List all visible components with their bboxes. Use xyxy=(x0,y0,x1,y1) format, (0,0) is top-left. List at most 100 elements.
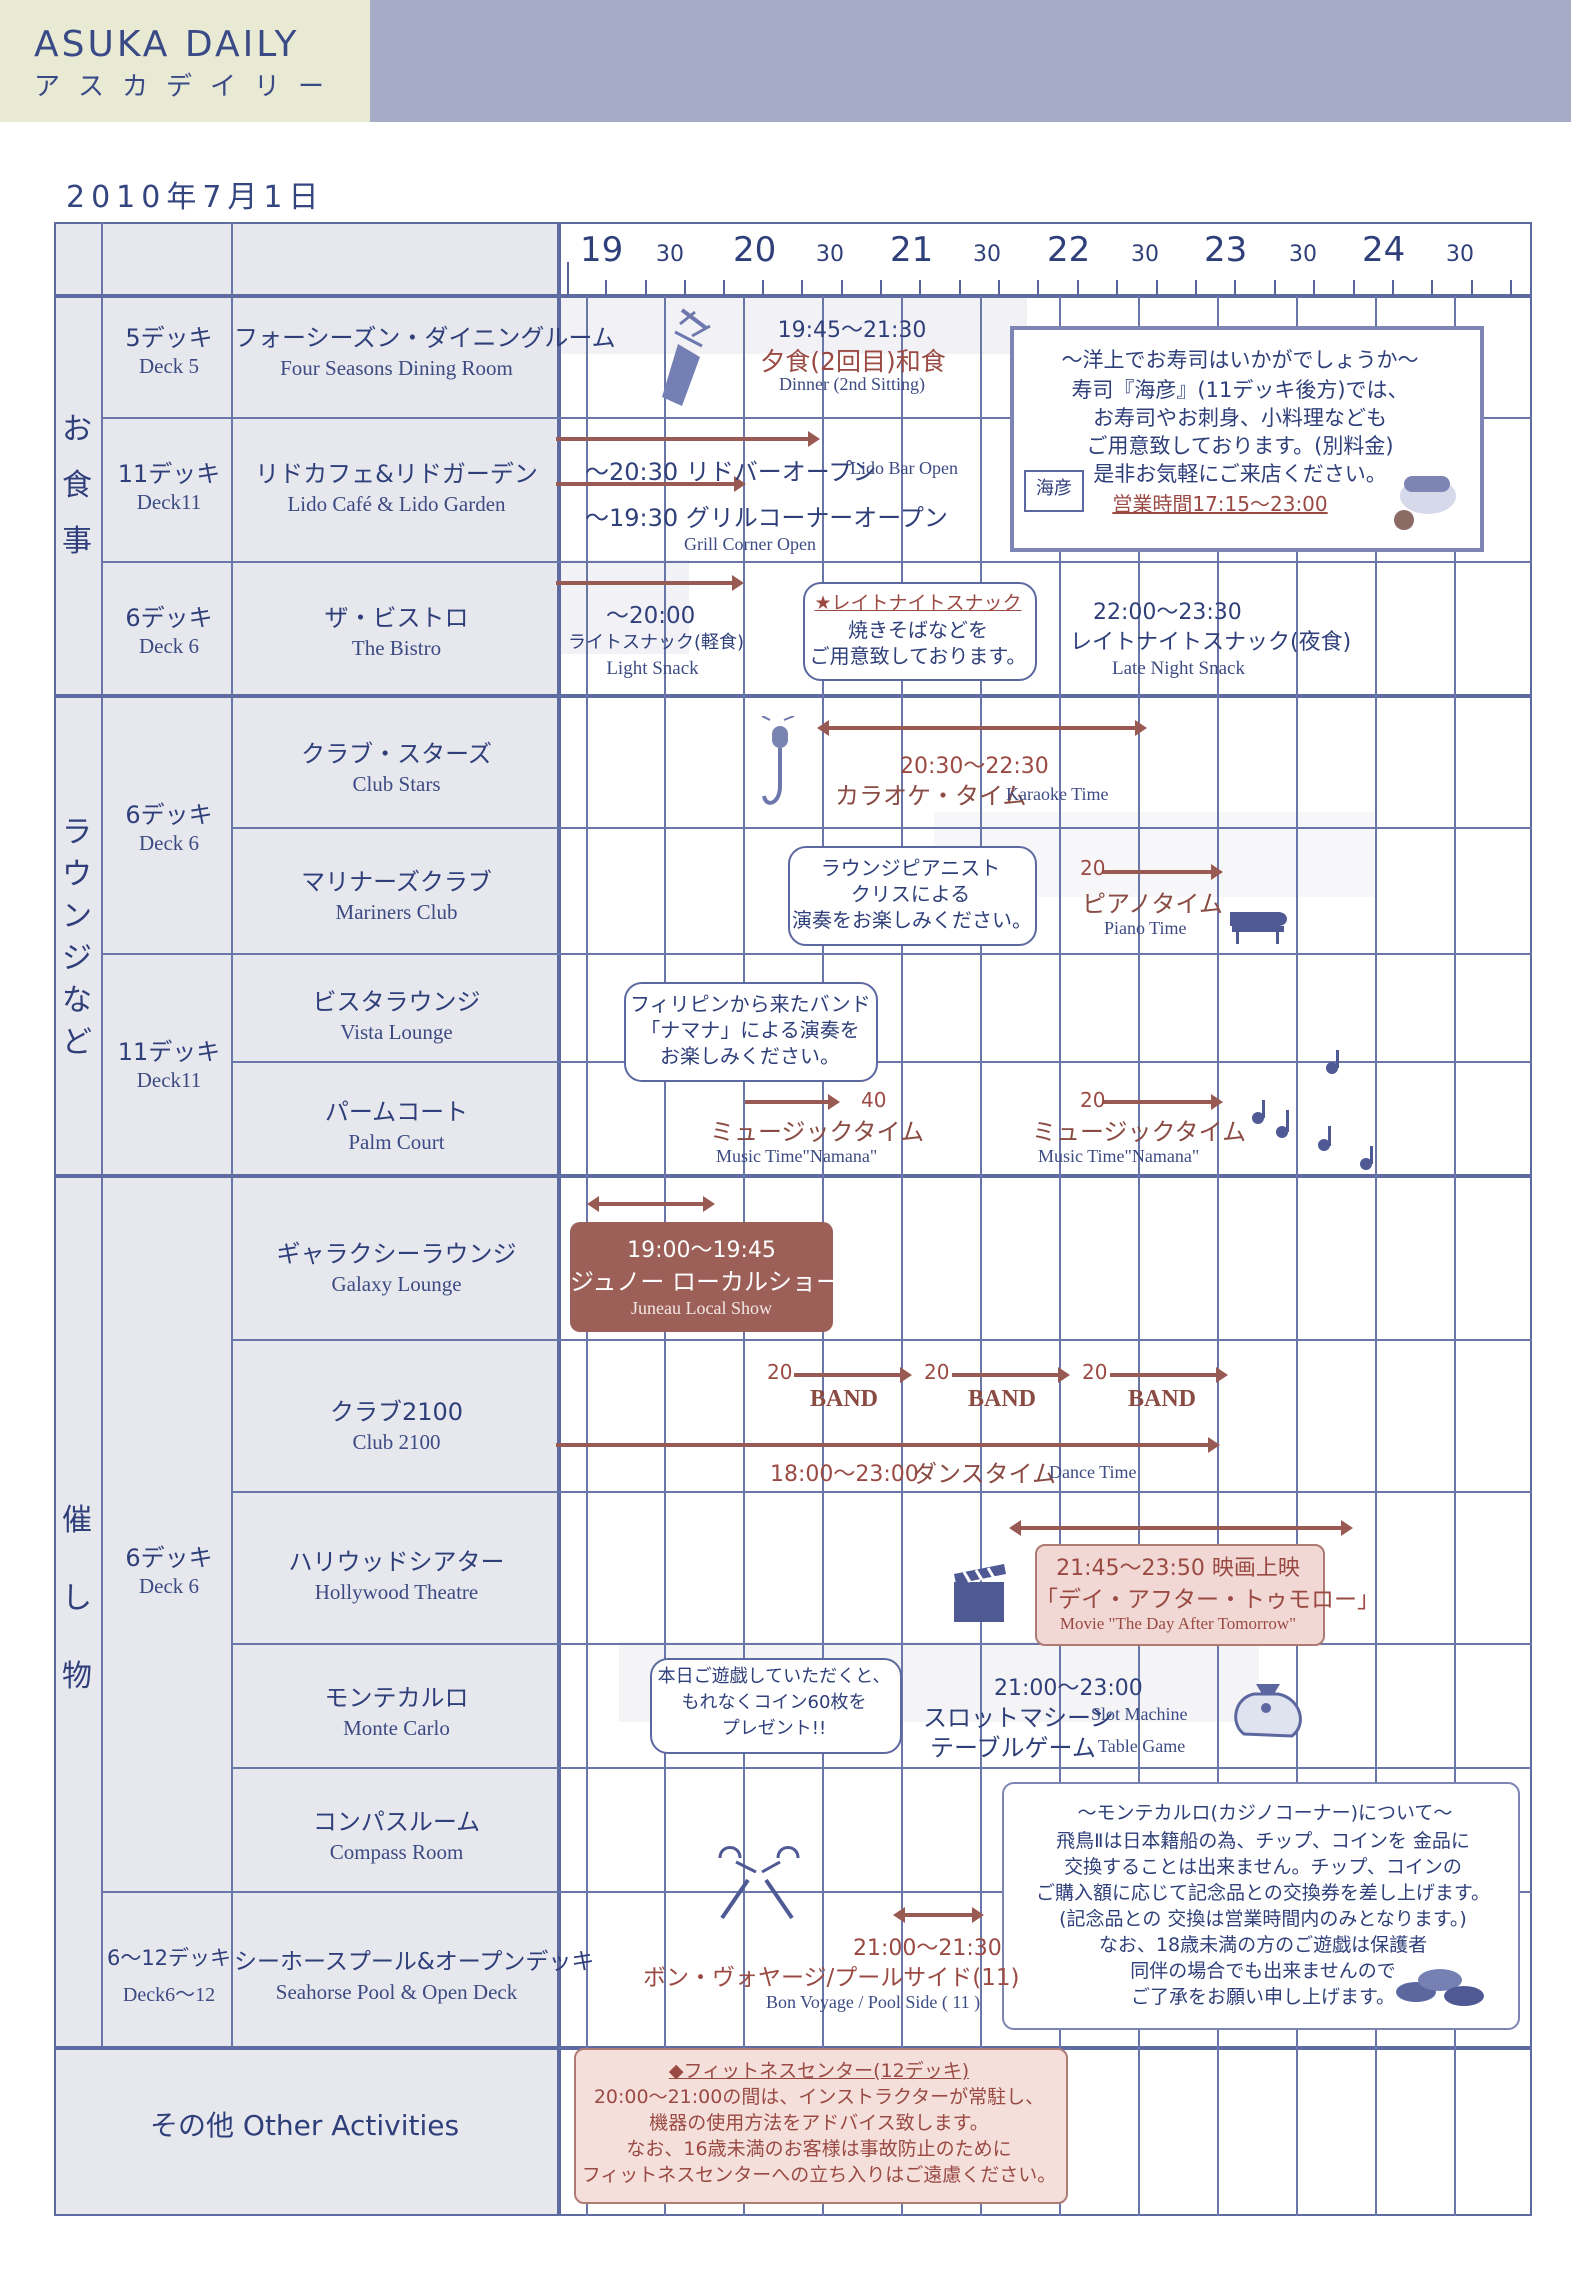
band-arrow-1 xyxy=(794,1367,912,1383)
late-label: レイトナイトスナック(夜食) xyxy=(1070,630,1352,655)
venue-bistro: ザ・ビストロ xyxy=(324,604,469,632)
sushi-hours: 営業時間17:15〜23:00 xyxy=(1112,492,1328,516)
late-time: 22:00〜23:30 xyxy=(1093,600,1242,625)
lido-bar-arrow xyxy=(556,431,820,447)
half-21: 30 xyxy=(973,242,1001,267)
galaxy-show-box xyxy=(570,1222,833,1332)
half-24: 30 xyxy=(1446,242,1474,267)
music2-start: 20 xyxy=(1080,1088,1106,1112)
lido-bar-label: 〜20:30 リドバーオープン xyxy=(585,458,877,486)
hour-20: 20 xyxy=(733,230,777,270)
band2-start: 20 xyxy=(924,1360,950,1384)
venue-mariners: マリナーズクラブ xyxy=(301,868,492,896)
sushi-badge: 海彦 xyxy=(1024,470,1084,512)
deck5-en: Deck 5 xyxy=(138,354,200,378)
venue-lido-en: Lido Café & Lido Garden xyxy=(287,492,506,516)
half-20: 30 xyxy=(816,242,844,267)
venue-galaxy-en: Galaxy Lounge xyxy=(331,1272,462,1296)
venue-compass-en: Compass Room xyxy=(329,1840,464,1864)
hour-21: 21 xyxy=(890,230,934,270)
table-en: Table Game xyxy=(1098,1736,1186,1756)
music-en-1: Music Time"Namana" xyxy=(716,1146,878,1166)
money-bag-icon xyxy=(1234,1684,1302,1738)
champagne-icon xyxy=(718,1846,800,1920)
piano-arrow xyxy=(1103,864,1223,880)
grill-en: Grill Corner Open xyxy=(684,534,816,554)
half-22: 30 xyxy=(1131,242,1159,267)
voyage-en: Bon Voyage / Pool Side ( 11 ) xyxy=(766,1992,981,2012)
fitness-title: ◆フィットネスセンター(12デッキ) xyxy=(668,2060,970,2082)
band1-start: 20 xyxy=(767,1360,793,1384)
bistro-en: Light Snack xyxy=(606,658,699,679)
late-snack-bubble-2: 焼きそばなどを xyxy=(848,618,988,642)
band-bubble-1: フィリピンから来たバンド xyxy=(630,992,871,1016)
header-right-panel xyxy=(370,0,1571,122)
venue-monte-en: Monte Carlo xyxy=(343,1716,450,1740)
deck11-lounge-en: Deck11 xyxy=(136,1068,202,1092)
fitness-line-3: 機器の使用方法をアドバイス致します。 xyxy=(649,2112,989,2134)
galaxy-en: Juneau Local Show xyxy=(631,1298,772,1318)
section-other: その他 Other Activities xyxy=(150,2109,460,2142)
venue-hollywood-en: Hollywood Theatre xyxy=(314,1580,479,1604)
coin-bubble-3: プレゼント!! xyxy=(721,1718,827,1739)
venue-seahorse: シーホースプール&オープンデッキ xyxy=(234,1949,595,1975)
sushi-line-3: お寿司やお刺身、小料理なども xyxy=(1093,406,1387,430)
band-label-3: BAND xyxy=(1128,1386,1197,1412)
casino-info-8: ご了承をお願い申し上げます。 xyxy=(1130,1986,1396,2008)
voyage-arrow xyxy=(893,1907,984,1923)
fitness-line-4: なお、16歳未満のお客様は事故防止のために xyxy=(626,2138,1012,2160)
dinner-label: 夕食(2回目)和食 xyxy=(760,347,946,376)
clapperboard-icon xyxy=(954,1564,1006,1622)
deck11-label: 11デッキ xyxy=(117,460,221,488)
venue-lido: リドカフェ&リドガーデン xyxy=(255,460,538,488)
page-date: 2010年7月1日 xyxy=(66,180,325,215)
band-arrow-2 xyxy=(952,1367,1070,1383)
venue-club2100: クラブ2100 xyxy=(329,1398,464,1426)
deck6-en: Deck 6 xyxy=(138,634,200,658)
music-label-2: ミュージックタイム xyxy=(1032,1118,1247,1146)
venue-monte: モンテカルロ xyxy=(324,1684,469,1712)
piano-en: Piano Time xyxy=(1104,918,1187,938)
deck11-en: Deck11 xyxy=(136,490,202,514)
venue-compass: コンパスルーム xyxy=(312,1808,481,1836)
venue-seahorse-en: Seahorse Pool & Open Deck xyxy=(275,1980,518,2004)
grill-label: 〜19:30 グリルコーナーオープン xyxy=(585,504,948,532)
dance-en: Dance Time xyxy=(1049,1462,1137,1482)
bistro-time: 〜20:00 xyxy=(606,603,696,629)
slot-label: スロットマシーン xyxy=(923,1704,1114,1732)
music-en-2: Music Time"Namana" xyxy=(1038,1146,1200,1166)
microphone-icon xyxy=(761,716,795,805)
section-dining: お食事 xyxy=(62,412,92,559)
casino-info-2: 飛鳥Ⅱは日本籍船の為、チップ、コインを 金品に xyxy=(1056,1830,1470,1852)
casino-info-5: (記念品との 交換は営業時間内のみとなります。) xyxy=(1059,1908,1467,1930)
deck6-events-en: Deck 6 xyxy=(138,1574,200,1598)
venue-four-seasons-en: Four Seasons Dining Room xyxy=(280,356,513,380)
piano-icon xyxy=(1230,912,1287,944)
venue-club-stars-en: Club Stars xyxy=(352,772,441,796)
sushi-line-5: 是非お気軽にご来店ください。 xyxy=(1093,462,1387,486)
piano-start: 20 xyxy=(1080,856,1106,880)
section-events: 催し物 xyxy=(62,1503,92,1694)
header-left-panel xyxy=(0,0,370,122)
casino-info-1: 〜モンテカルロ(カジノコーナー)について〜 xyxy=(1077,1802,1453,1824)
coin-bubble-1: 本日ご遊戯していただくと、 xyxy=(657,1666,891,1687)
music-notes-icon xyxy=(1252,1050,1373,1170)
lido-bar-en: Lido Bar Open xyxy=(850,458,958,478)
brand-title: ASUKA DAILY xyxy=(34,24,300,65)
music-label-1: ミュージックタイム xyxy=(710,1118,925,1146)
wine-icon xyxy=(662,308,711,406)
dinner-en: Dinner (2nd Sitting) xyxy=(779,374,925,394)
venue-palm-en: Palm Court xyxy=(348,1130,445,1154)
band-label-1: BAND xyxy=(810,1386,879,1412)
music-arrow-2 xyxy=(1103,1094,1223,1110)
piano-bubble-1: ラウンジピアニスト xyxy=(820,856,1001,880)
casino-chips-icon xyxy=(1396,1969,1484,2006)
slot-en: Slot Machine xyxy=(1091,1704,1188,1724)
band-bubble-3: お楽しみください。 xyxy=(660,1044,840,1068)
late-snack-bubble-3: ご用意致しております。 xyxy=(809,644,1027,668)
casino-info-6: なお、18歳未満の方のご遊戯は保護者 xyxy=(1098,1934,1428,1956)
venue-vista-en: Vista Lounge xyxy=(340,1020,453,1044)
venue-bistro-en: The Bistro xyxy=(351,636,442,660)
band-bubble xyxy=(624,982,878,1082)
movie-box xyxy=(1035,1544,1325,1646)
